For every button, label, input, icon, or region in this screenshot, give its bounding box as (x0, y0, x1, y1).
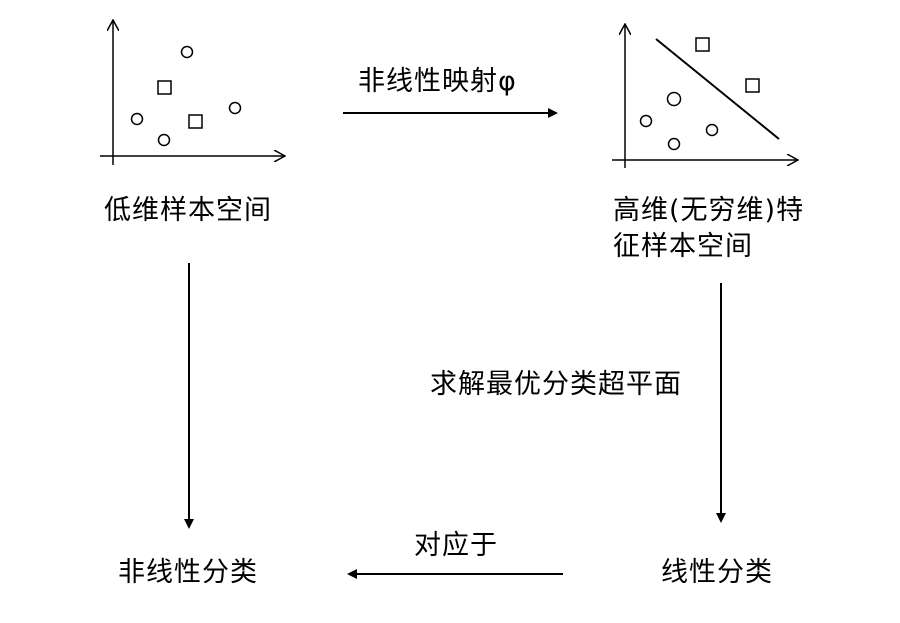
high-dim-space-label-line1: 高维(无穷维)特 (613, 195, 805, 226)
nonlinear-classification-label: 非线性分类 (118, 557, 258, 588)
low-dim-square-point (157, 80, 172, 95)
mapping-label: 非线性映射φ (358, 66, 517, 97)
correspond-label: 对应于 (414, 530, 498, 561)
high-dim-circle-point (705, 123, 719, 137)
solve-hyperplane-label: 求解最优分类超平面 (430, 369, 682, 400)
high-dim-circle-point (639, 114, 653, 128)
low-dim-circle-point (157, 133, 171, 147)
low-dim-square-point (188, 114, 203, 129)
low-dim-circle-point (228, 101, 242, 115)
high-dim-plot (612, 24, 798, 168)
high-dim-circle-point (666, 91, 682, 107)
high-dim-space-label-line2: 征样本空间 (613, 231, 753, 262)
separating-hyperplane (655, 38, 780, 140)
linear-classification-label: 线性分类 (661, 557, 773, 588)
low-dim-plot (100, 20, 285, 165)
high-dim-square-point (745, 78, 760, 93)
high-dim-space-label: 高维(无穷维)特 征样本空间 (613, 193, 804, 265)
low-dim-space-label: 低维样本空间 (104, 195, 272, 226)
high-dim-square-point (695, 37, 710, 52)
high-dim-circle-point (667, 137, 681, 151)
low-dim-circle-point (130, 112, 144, 126)
low-dim-circle-point (180, 45, 194, 59)
